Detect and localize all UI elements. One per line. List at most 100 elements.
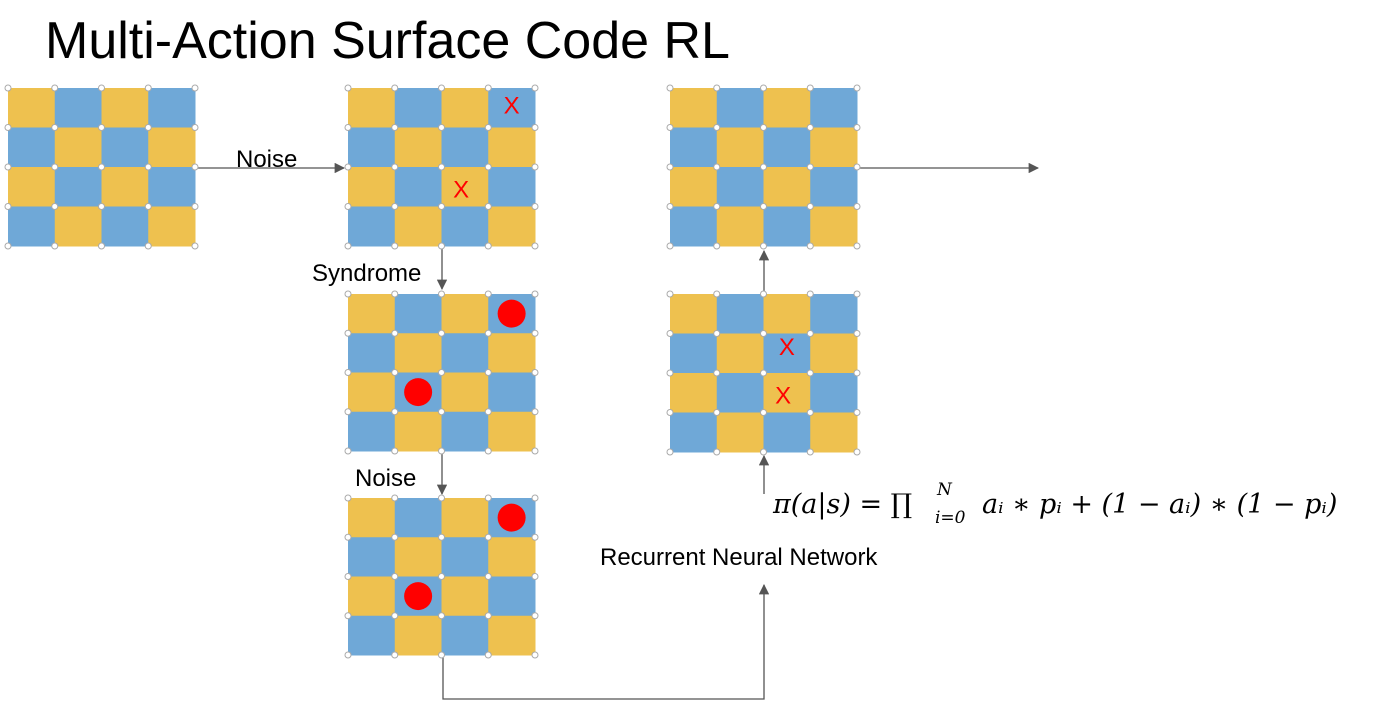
qubit-vertex [531,84,539,92]
plaquette [670,373,718,413]
qubit-vertex [438,203,445,210]
qubit-vertex [98,242,105,250]
plaquette [810,373,858,413]
qubit-vertex [760,242,767,250]
plaquette [394,411,442,452]
qubit-vertex [438,447,445,455]
qubit-vertex [438,612,445,620]
qubit-vertex [344,494,352,502]
plaquette [54,167,102,207]
qubit-vertex [806,409,814,416]
qubit-vertex [666,448,674,456]
qubit-vertex [666,330,674,337]
qubit-vertex [484,203,492,210]
plaquette [441,294,489,334]
error-x-mark: X [453,177,469,204]
plaquette [348,167,396,207]
qubit-vertex [344,163,352,171]
qubit-vertex [484,163,492,171]
plaquette [670,412,718,453]
qubit-vertex [853,448,861,456]
formula-lower-limit: i=0 [935,508,966,528]
qubit-vertex [391,203,399,210]
plaquette [101,206,149,247]
qubit-vertex [531,242,539,250]
qubit-vertex [853,163,861,171]
plaquette [670,333,718,374]
qubit-vertex [438,533,445,541]
qubit-vertex [344,242,352,250]
qubit-vertex [531,290,539,298]
qubit-vertex [191,124,199,131]
qubit-vertex [391,163,399,171]
syndrome-label: Syndrome [312,260,421,287]
qubit-vertex [713,124,721,131]
qubit-vertex [484,612,492,620]
qubit-vertex [806,84,814,92]
qubit-vertex [806,448,814,456]
plaquette [441,411,489,452]
qubit-vertex [853,290,861,298]
qubit-vertex [531,329,539,337]
plaquette [488,167,536,207]
qubit-vertex [713,203,721,210]
qubit-vertex [806,369,814,377]
qubit-vertex [484,447,492,455]
plaquette [488,88,536,128]
qubit-vertex [484,242,492,250]
qubit-vertex [713,242,721,250]
plaquette [716,206,764,247]
plaquette [441,498,489,538]
qubit-vertex [531,369,539,376]
qubit-vertex [344,369,352,376]
plaquette [763,294,811,334]
formula-upper-limit: N [936,480,953,500]
qubit-vertex [760,203,767,210]
plaquette [101,127,149,168]
plaquette [348,372,396,413]
plaquette [810,412,858,453]
plaquette [488,333,536,373]
qubit-vertex [531,408,539,416]
qubit-vertex [666,290,674,298]
qubit-vertex [391,242,399,250]
qubit-vertex [713,330,721,337]
qubit-vertex [391,84,399,92]
qubit-vertex [191,163,199,171]
qubit-vertex [713,448,721,456]
plaquette [716,373,764,413]
qubit-vertex [531,203,539,210]
plaquette [763,412,811,453]
qubit-vertex [144,124,152,131]
plaquette [441,206,489,247]
plaquette [348,411,396,452]
plaquette [441,615,489,656]
qubit-vertex [344,651,352,659]
qubit-vertex [51,203,59,210]
qubit-vertex [4,203,12,210]
qubit-vertex [191,203,199,210]
plaquette [148,88,196,128]
plaquette [348,88,396,128]
qubit-vertex [666,369,674,377]
qubit-vertex [391,124,399,131]
correction-code-board: XX [666,290,861,456]
qubit-vertex [438,329,445,337]
qubit-vertex [344,203,352,210]
qubit-vertex [4,124,12,131]
qubit-vertex [438,163,445,171]
plaquette [8,206,56,247]
qubit-vertex [391,494,399,502]
noise-label-top: Noise [236,146,297,173]
qubit-vertex [391,408,399,416]
plaquette [488,372,536,413]
qubit-vertex [51,163,59,171]
plaquette [716,127,764,168]
plaquette [441,167,489,207]
plaquette [394,167,442,207]
qubit-vertex [806,290,814,298]
qubit-vertex [391,447,399,455]
qubit-vertex [344,533,352,541]
syndrome-dot [497,503,526,532]
